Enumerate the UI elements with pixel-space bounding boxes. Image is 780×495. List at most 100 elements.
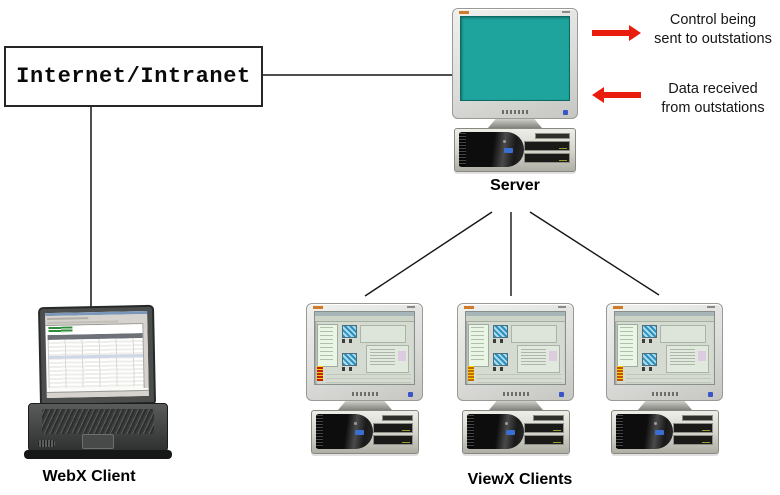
line-server-to-viewx3: [529, 211, 660, 296]
cd-drive: [524, 153, 570, 163]
monitor-model-mark: [407, 306, 415, 308]
app-toolbar: [315, 316, 414, 322]
laptop-lid: [37, 304, 157, 407]
mimic-icon: [342, 325, 357, 338]
app-tree-sidebar: [468, 324, 489, 367]
viewx-clients-label: ViewX Clients: [467, 471, 573, 488]
app-highlight: [549, 351, 557, 361]
mimic-icon: [342, 353, 357, 366]
server-monitor: [452, 8, 578, 119]
mimic-buttons: [342, 367, 356, 371]
laptop-speaker: [38, 440, 55, 447]
app-status-rows: [626, 374, 711, 383]
viewx-scada-app: [615, 312, 714, 384]
line-server-to-viewx1: [364, 211, 493, 297]
app-tree-sidebar: [617, 324, 638, 367]
annotation-data-line1: Data received: [668, 81, 758, 97]
cd-drive: [672, 423, 713, 433]
drive-bays: [524, 133, 570, 165]
webx-client-label: WebX Client: [42, 468, 136, 485]
app-panel: [660, 325, 706, 343]
viewx-case: [462, 410, 570, 454]
case-button: [505, 421, 509, 425]
app-panel: [511, 325, 557, 343]
app-status-rows: [477, 374, 562, 383]
monitor-power-button: [559, 392, 564, 397]
monitor-buttons: [351, 392, 378, 396]
viewx-monitor: [457, 303, 574, 401]
app-titlebar: [466, 312, 565, 316]
internet-intranet-label: Internet/Intranet: [16, 64, 251, 89]
monitor-power-button: [708, 392, 713, 397]
server-label: Server: [490, 177, 540, 194]
viewx-client-2: [457, 303, 575, 454]
cd-drive: [524, 141, 570, 151]
case-front-panel: [467, 414, 525, 449]
webx-laptop: [24, 304, 172, 459]
cd-drive: [372, 435, 413, 445]
monitor-brand-logo: [613, 306, 623, 309]
monitor-stand: [338, 401, 392, 410]
mimic-buttons: [342, 339, 356, 343]
app-detail-panel: [517, 345, 560, 373]
monitor-stand: [489, 401, 543, 410]
case-button: [354, 421, 358, 425]
monitor-brand-logo: [313, 306, 323, 309]
laptop-keyboard: [42, 409, 154, 434]
server-case: [454, 128, 576, 172]
monitor-stand: [638, 401, 692, 410]
viewx-case: [611, 410, 719, 454]
case-led: [655, 429, 665, 435]
server-screen: [460, 16, 570, 101]
app-toolbar: [466, 316, 565, 322]
viewx-screen: [314, 311, 415, 385]
mimic-icon: [493, 353, 508, 366]
browser-scrollbar: [142, 322, 149, 389]
viewx-monitor: [606, 303, 723, 401]
mimic-icon: [493, 325, 508, 338]
laptop-base: [24, 403, 172, 459]
app-status-rows: [326, 374, 411, 383]
cd-drive: [672, 435, 713, 445]
annotation-control: Control being sent to outstations: [638, 11, 780, 49]
mimic-buttons: [493, 339, 507, 343]
viewx-client-1: [306, 303, 424, 454]
viewx-scada-app: [466, 312, 565, 384]
arrow-data-left-icon: [592, 87, 641, 103]
case-led: [504, 147, 514, 153]
floppy-drive: [682, 415, 713, 421]
viewx-screen: [614, 311, 715, 385]
monitor-buttons: [651, 392, 678, 396]
alarm-banner: [617, 366, 623, 381]
alarm-banner: [317, 366, 323, 381]
case-front-panel: [616, 414, 674, 449]
monitor-buttons: [502, 110, 528, 114]
cd-drive: [523, 423, 564, 433]
annotation-data-line2: from outstations: [661, 100, 765, 116]
mimic-buttons: [493, 367, 507, 371]
viewx-monitor: [306, 303, 423, 401]
app-titlebar: [315, 312, 414, 316]
annotation-control-line2: sent to outstations: [654, 31, 772, 47]
case-led: [506, 429, 516, 435]
case-button: [654, 421, 658, 425]
case-front-panel: [316, 414, 374, 449]
annotation-data: Data received from outstations: [638, 80, 780, 118]
app-titlebar: [615, 312, 714, 316]
case-front-panel: [459, 132, 524, 167]
arrow-control-right-icon: [592, 25, 641, 41]
cd-drive: [372, 423, 413, 433]
mimic-buttons: [642, 367, 656, 371]
viewx-scada-app: [315, 312, 414, 384]
monitor-model-mark: [558, 306, 566, 308]
app-tree-sidebar: [317, 324, 338, 367]
mimic-icon: [642, 325, 657, 338]
drive-bays: [372, 415, 413, 447]
annotation-control-line1: Control being: [669, 12, 757, 28]
monitor-power-button: [408, 392, 413, 397]
monitor-stand: [488, 119, 542, 128]
mimic-buttons: [642, 339, 656, 343]
monitor-buttons: [502, 392, 529, 396]
